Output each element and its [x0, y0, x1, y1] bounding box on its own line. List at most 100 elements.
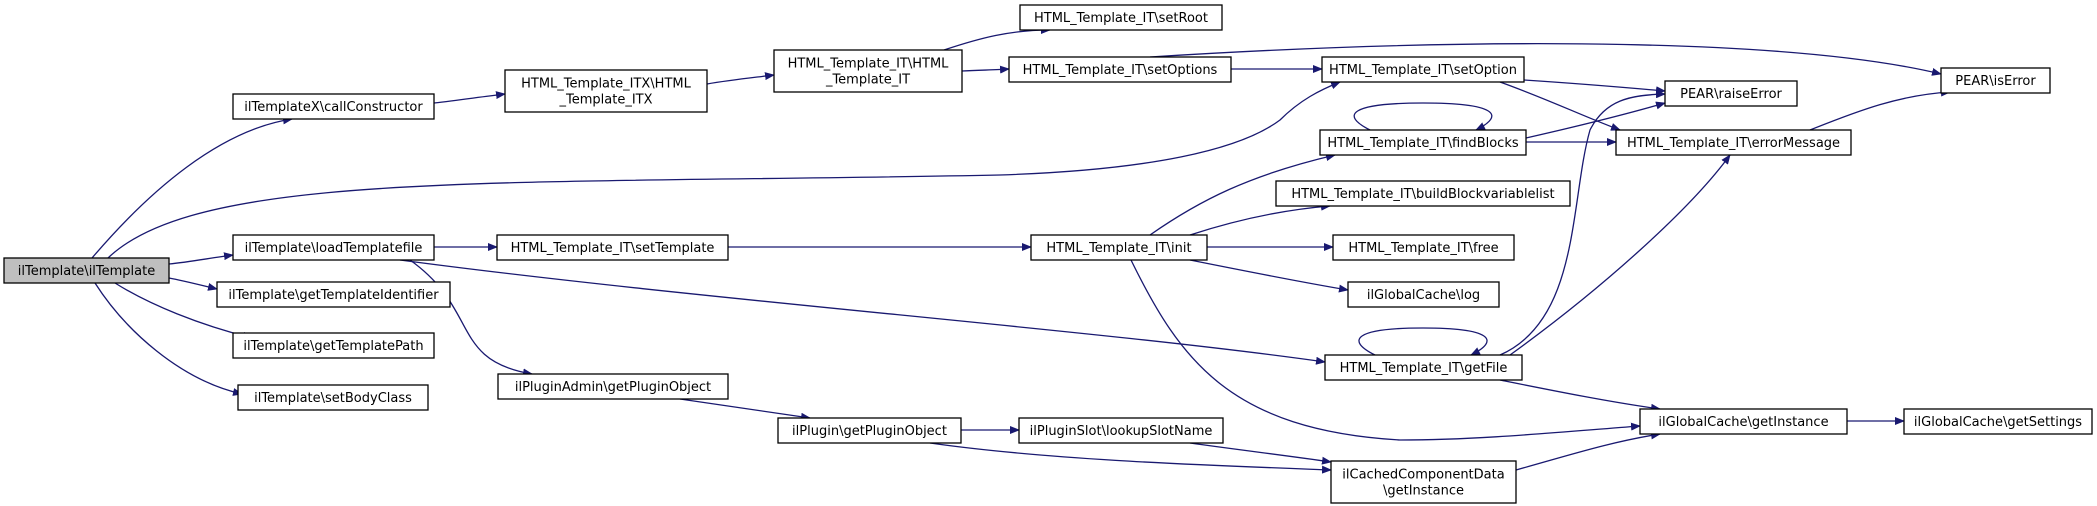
edge-getfile-to-errmsg — [1509, 154, 1731, 356]
node-label: HTML_Template_IT\init — [1046, 241, 1191, 256]
node-label: ilCachedComponentData — [1342, 468, 1504, 483]
node-label: HTML_Template_IT\errorMessage — [1627, 136, 1840, 151]
node-box — [232, 234, 435, 261]
edge-init-to-buildblock — [1189, 202, 1331, 236]
node-box — [1324, 354, 1523, 381]
edge-setoptions-to-iserror — [1149, 43, 1942, 76]
node-box — [1615, 129, 1852, 156]
node-box — [497, 373, 729, 400]
edge-it-to-setroot — [943, 26, 1051, 51]
node-label: ilTemplateX\callConstructor — [244, 100, 423, 115]
edge-setoption-to-raiseerror — [1523, 79, 1666, 95]
node-setroot[interactable]: HTML_Template_IT\setRoot — [1019, 4, 1223, 31]
node-box — [1319, 129, 1527, 156]
edge-setoption-to-errmsg — [1499, 81, 1621, 131]
node-it[interactable]: HTML_Template_IT\HTML_Template_IT — [773, 49, 963, 93]
node-root[interactable]: ilTemplate\ilTemplate — [3, 257, 170, 284]
node-box — [496, 234, 729, 261]
edge-findblocks-to-findblocks — [1353, 102, 1493, 131]
edge-errmsg-to-iserror — [1809, 88, 1951, 131]
node-raiseerror[interactable]: PEAR\raiseError — [1664, 80, 1798, 107]
node-box — [1030, 234, 1208, 261]
node-label: ilTemplate\loadTemplatefile — [245, 241, 423, 256]
edge-it-to-setoptions — [961, 65, 1010, 74]
node-label: PEAR\isError — [1955, 74, 2036, 89]
node-label: PEAR\raiseError — [1680, 87, 1782, 102]
node-box — [216, 281, 451, 308]
node-findblocks[interactable]: HTML_Template_IT\findBlocks — [1319, 129, 1527, 156]
node-plugin[interactable]: ilPlugin\getPluginObject — [777, 417, 962, 444]
node-box — [1019, 4, 1223, 31]
node-label: ilGlobalCache\getSettings — [1914, 415, 2082, 430]
node-getpath[interactable]: ilTemplate\getTemplatePath — [232, 332, 435, 359]
edge-getfile-to-raiseerror — [1499, 90, 1666, 356]
node-label: ilTemplate\getTemplateIdentifier — [228, 288, 439, 303]
node-box — [1321, 56, 1525, 83]
node-label: ilGlobalCache\getInstance — [1658, 415, 1828, 430]
node-gcinstance[interactable]: ilGlobalCache\getInstance — [1639, 408, 1848, 435]
edge-callctor-to-itx — [433, 91, 506, 104]
edge-cached-to-gcinstance — [1515, 431, 1661, 471]
node-iserror[interactable]: PEAR\isError — [1940, 67, 2051, 94]
node-box — [504, 69, 708, 113]
node-setoptions[interactable]: HTML_Template_IT\setOptions — [1008, 56, 1232, 83]
edge-root-to-setbody — [94, 282, 243, 396]
node-getfile[interactable]: HTML_Template_IT\getFile — [1324, 354, 1523, 381]
node-label: HTML_Template_IT\free — [1348, 241, 1498, 256]
node-setbody[interactable]: ilTemplate\setBodyClass — [237, 384, 429, 411]
node-buildblock[interactable]: HTML_Template_IT\buildBlockvariablelist — [1275, 180, 1571, 207]
edge-init-to-findblocks — [1149, 153, 1336, 236]
edge-getfile-to-gcinstance — [1499, 379, 1661, 412]
node-label: HTML_Template_IT\setOption — [1329, 63, 1517, 78]
node-init[interactable]: HTML_Template_IT\init — [1030, 234, 1208, 261]
node-box — [1008, 56, 1232, 83]
node-cached[interactable]: ilCachedComponentData\getInstance — [1330, 460, 1517, 504]
node-box — [1330, 460, 1517, 504]
node-label: ilPluginAdmin\getPluginObject — [515, 380, 711, 395]
node-itx[interactable]: HTML_Template_ITX\HTML_Template_ITX — [504, 69, 708, 113]
edge-getfile-to-getfile — [1358, 327, 1488, 356]
node-box — [1664, 80, 1798, 107]
node-label: HTML_Template_IT\findBlocks — [1327, 136, 1518, 151]
edge-root-to-getid — [168, 277, 218, 291]
node-label: HTML_Template_IT\buildBlockvariablelist — [1291, 187, 1554, 202]
node-label: ilTemplate\ilTemplate — [18, 264, 155, 279]
node-label: ilPluginSlot\lookupSlotName — [1030, 424, 1213, 439]
node-box — [237, 384, 429, 411]
edge-root-to-setoption — [107, 81, 1341, 259]
node-box — [1940, 67, 2051, 94]
node-settemplate[interactable]: HTML_Template_IT\setTemplate — [496, 234, 729, 261]
node-label: HTML_Template_IT\setTemplate — [511, 241, 715, 256]
edge-root-to-callctor — [91, 116, 293, 259]
node-errmsg[interactable]: HTML_Template_IT\errorMessage — [1615, 129, 1852, 156]
edge-itx-to-it — [706, 72, 775, 85]
node-box — [1275, 180, 1571, 207]
node-log[interactable]: ilGlobalCache\log — [1347, 281, 1500, 308]
node-gcsettings[interactable]: ilGlobalCache\getSettings — [1903, 408, 2093, 435]
node-setoption[interactable]: HTML_Template_IT\setOption — [1321, 56, 1525, 83]
node-slot[interactable]: ilPluginSlot\lookupSlotName — [1018, 417, 1224, 444]
node-box — [1018, 417, 1224, 444]
node-box — [1347, 281, 1500, 308]
node-label: \getInstance — [1383, 484, 1464, 499]
node-label: ilPlugin\getPluginObject — [792, 424, 947, 439]
node-box — [777, 417, 962, 444]
edge-loadtpl-to-getfile — [399, 259, 1326, 365]
node-loadtpl[interactable]: ilTemplate\loadTemplatefile — [232, 234, 435, 261]
node-label: HTML_Template_ITX\HTML — [521, 77, 691, 92]
node-label: HTML_Template_IT\getFile — [1340, 361, 1508, 376]
node-padmin[interactable]: ilPluginAdmin\getPluginObject — [497, 373, 729, 400]
node-getid[interactable]: ilTemplate\getTemplateIdentifier — [216, 281, 451, 308]
node-free[interactable]: HTML_Template_IT\free — [1332, 234, 1515, 261]
edge-plugin-to-cached — [929, 442, 1332, 474]
node-label: HTML_Template_IT\HTML — [788, 57, 950, 72]
node-box — [3, 257, 170, 284]
node-callctor[interactable]: ilTemplateX\callConstructor — [232, 93, 435, 120]
edge-loadtpl-to-padmin — [409, 259, 533, 377]
edge-init-to-gcinstance — [1130, 259, 1641, 441]
edge-init-to-log — [1189, 259, 1349, 293]
edge-padmin-to-plugin — [679, 398, 811, 421]
edge-root-to-loadtpl — [168, 252, 234, 265]
node-box — [1332, 234, 1515, 261]
